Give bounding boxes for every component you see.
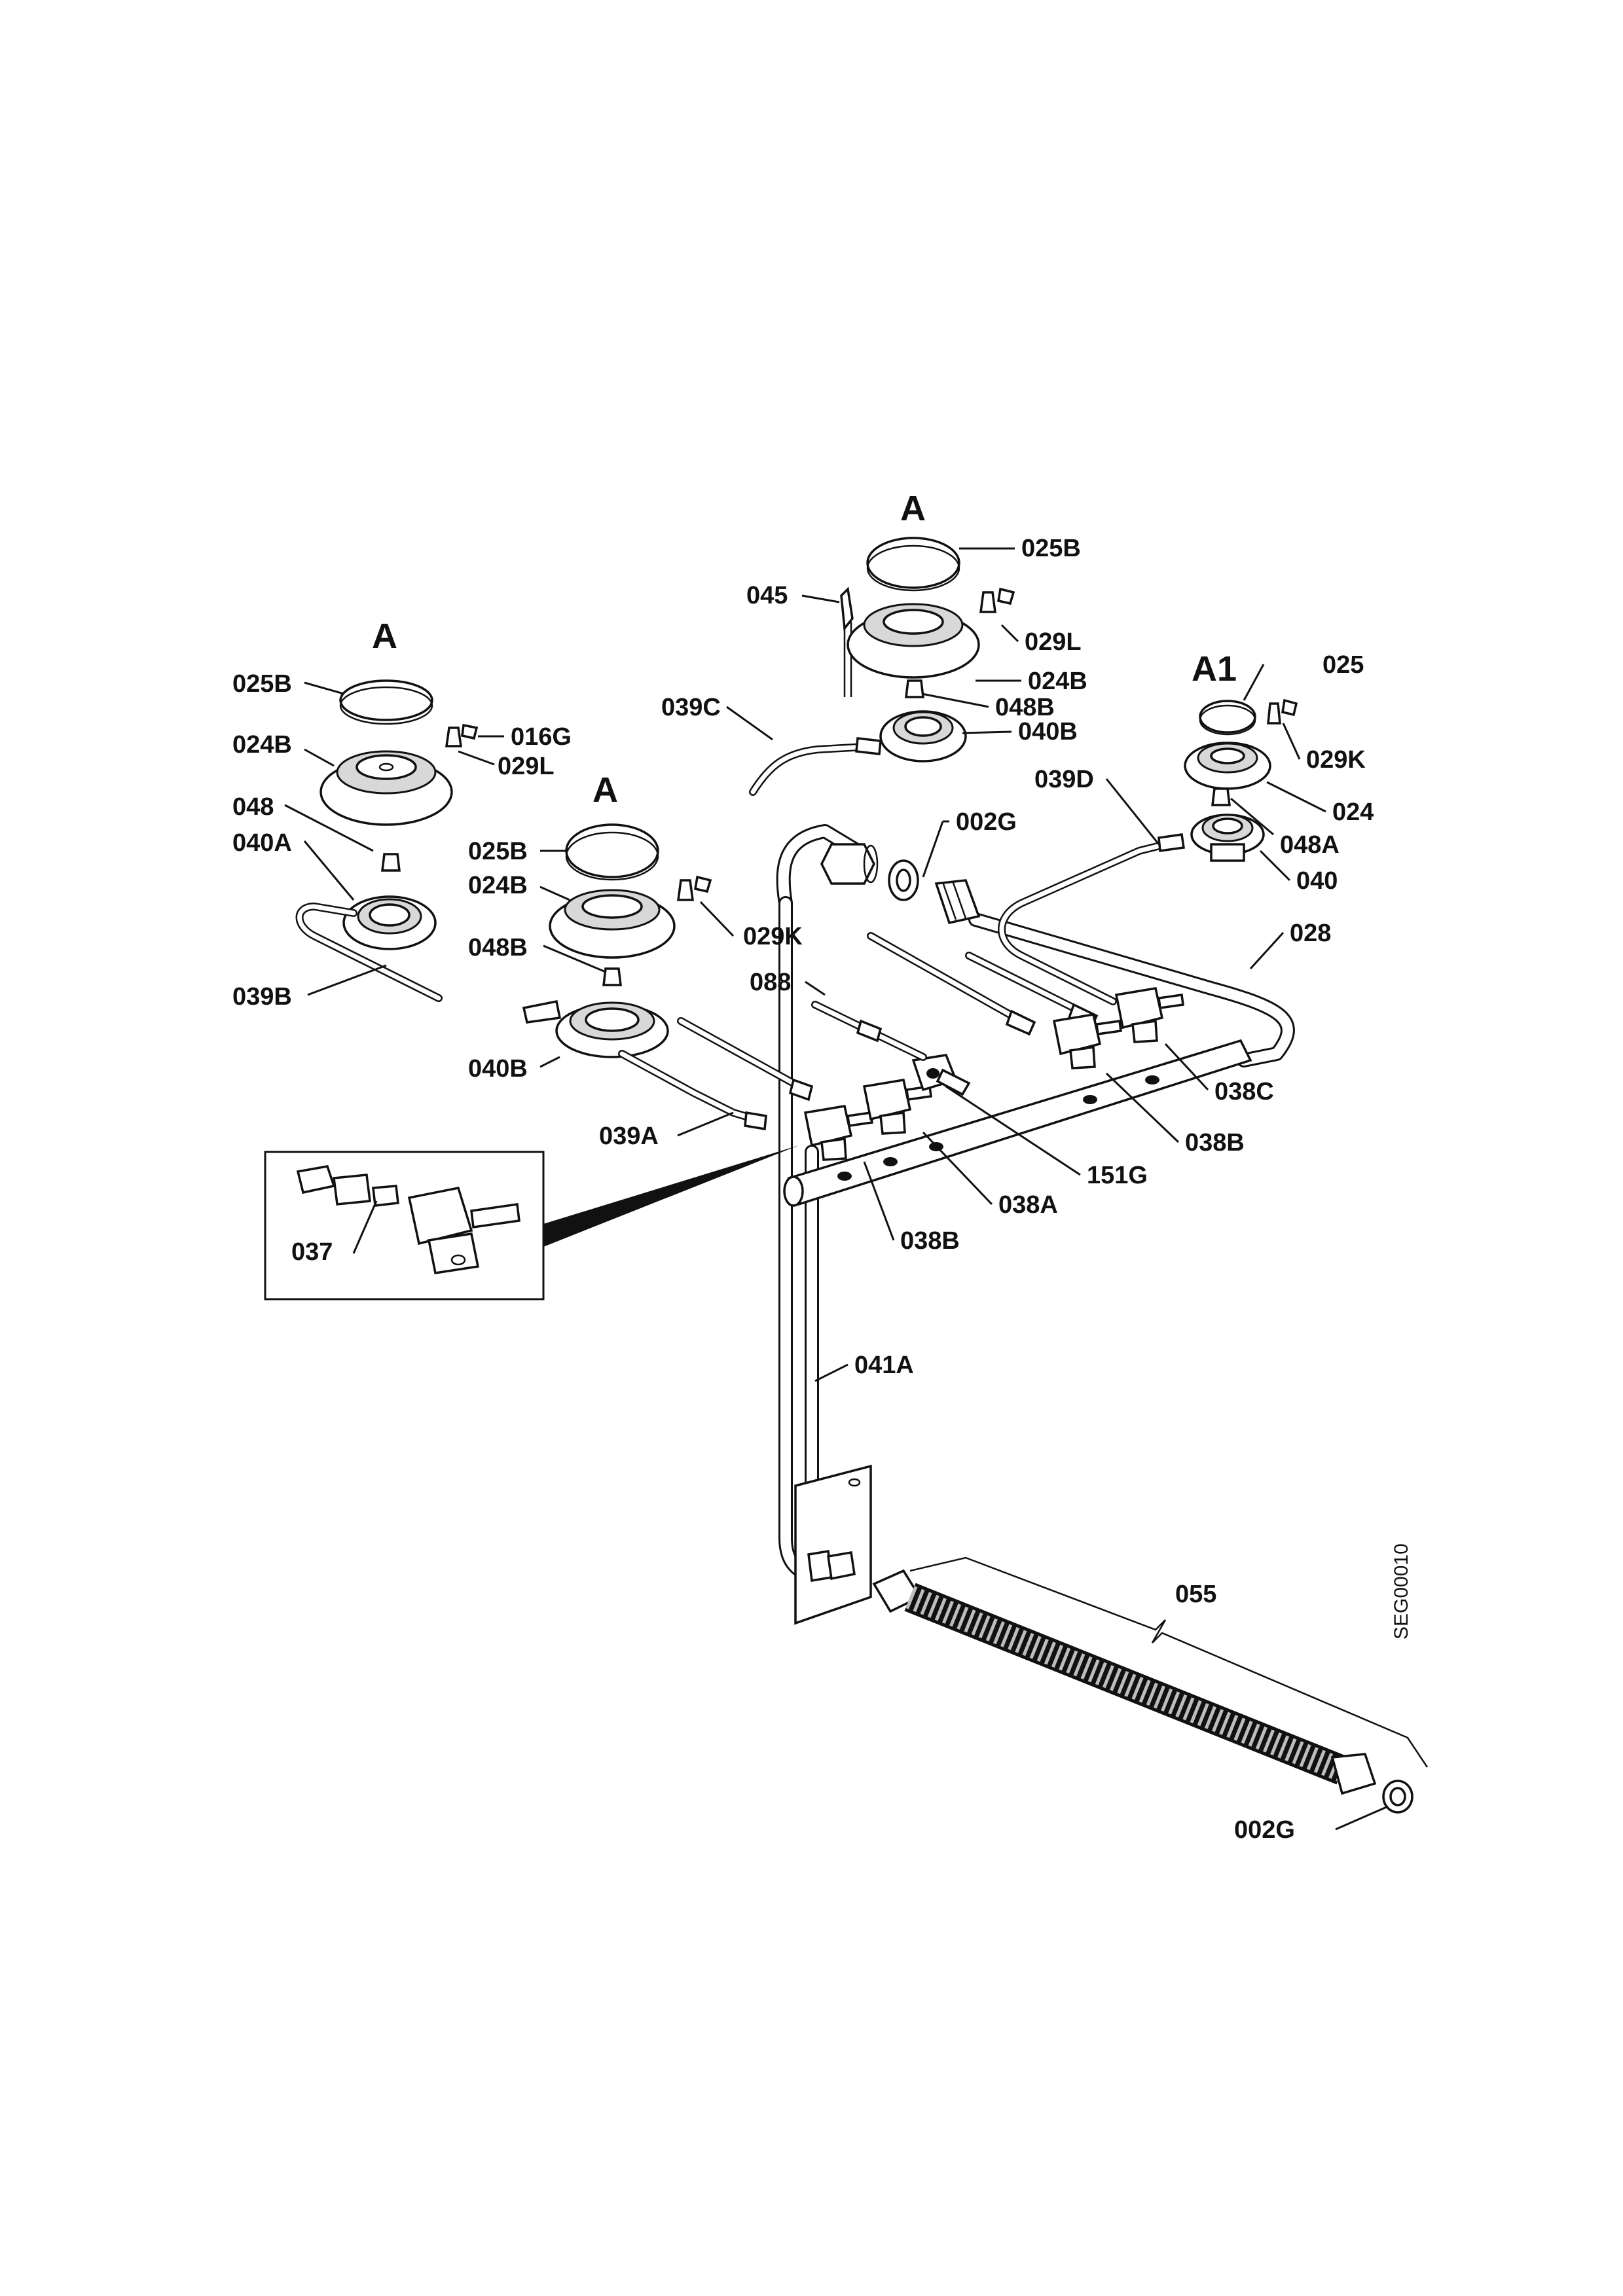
seal-002g-top — [888, 859, 919, 901]
burner-crown-024-right — [1184, 742, 1271, 790]
label-025-right: 025 — [1322, 651, 1364, 679]
label-040a: 040A — [232, 829, 292, 857]
label-029k-middle: 029K — [743, 923, 803, 950]
label-055: 055 — [1175, 1581, 1216, 1608]
seal-002g-bottom — [1382, 1780, 1413, 1814]
tube-039a — [618, 1050, 767, 1131]
label-088: 088 — [750, 969, 791, 996]
label-048: 048 — [232, 793, 274, 821]
label-002g-top: 002G — [956, 808, 1017, 836]
label-045: 045 — [746, 582, 788, 609]
hose-length-dimension — [909, 1556, 1429, 1768]
tube-039d — [998, 833, 1185, 1005]
label-048a-right: 048A — [1280, 831, 1340, 859]
pipe-union — [934, 879, 981, 925]
group-letter-middle: A — [593, 770, 618, 810]
gas-tap-038b-right — [1052, 1013, 1122, 1069]
injector-048b-middle — [602, 967, 622, 986]
label-039a: 039A — [599, 1122, 659, 1150]
label-024b-top: 024B — [1028, 668, 1087, 695]
tube-088 — [811, 1001, 927, 1061]
igniter-029l-top — [979, 587, 1015, 613]
thermocouple-016g — [445, 723, 479, 747]
gas-tap-038b-left — [803, 1105, 873, 1161]
label-025b-top: 025B — [1021, 535, 1081, 562]
burner-cap-025-right — [1199, 700, 1256, 736]
label-002g-bottom: 002G — [1234, 1816, 1295, 1844]
label-038a: 038A — [998, 1191, 1058, 1219]
burner-cap-middle — [565, 823, 659, 881]
label-016g: 016G — [511, 723, 572, 751]
label-038b-right: 038B — [1185, 1129, 1245, 1157]
inlet-bracket — [794, 1464, 872, 1625]
label-025b-middle: 025B — [468, 838, 528, 865]
label-024b-middle: 024B — [468, 872, 528, 899]
inlet-nipple — [807, 1549, 856, 1583]
tube-039b — [295, 903, 443, 1002]
label-039d: 039D — [1034, 766, 1094, 793]
label-039b: 039B — [232, 983, 292, 1011]
label-037: 037 — [291, 1238, 333, 1266]
drawing-code: SEG00010 — [1391, 1543, 1412, 1640]
gas-tap-038a — [862, 1079, 932, 1135]
igniter-029k-right — [1267, 698, 1298, 725]
leader-lines — [284, 547, 1389, 1831]
pipe-connector-nut — [820, 843, 879, 885]
injector-048b-top — [905, 679, 924, 698]
label-025b-left: 025B — [232, 670, 292, 698]
group-letter-top: A — [900, 489, 926, 528]
burner-base-040b-middle — [522, 999, 669, 1058]
electrode-045 — [840, 586, 854, 697]
label-048b-middle: 048B — [468, 934, 528, 961]
label-151g: 151G — [1087, 1162, 1148, 1189]
label-048b-top: 048B — [995, 694, 1055, 721]
tube-to-rail-middle — [677, 1017, 814, 1102]
burner-crown-top — [847, 603, 980, 679]
igniter-029k-middle — [677, 875, 712, 901]
group-letter-left: A — [372, 617, 397, 656]
group-letter-right: A1 — [1192, 649, 1237, 689]
gas-tap-151g — [911, 1054, 971, 1096]
label-040-right: 040 — [1296, 867, 1338, 895]
gas-tap-038c — [1114, 987, 1184, 1043]
label-040b-middle: 040B — [468, 1055, 528, 1083]
tube-039c — [749, 737, 882, 796]
label-029l-left: 029L — [498, 753, 555, 780]
label-029k-right: 029K — [1306, 746, 1366, 774]
burner-cap-left — [339, 679, 433, 725]
burner-base-040-right — [1190, 814, 1265, 862]
gas-rail — [783, 1039, 1252, 1207]
label-038b-left: 038B — [900, 1227, 960, 1255]
burner-base-040b-top — [879, 710, 967, 762]
burner-base-040a — [342, 895, 437, 950]
inset-callout-pointer — [543, 1145, 799, 1247]
label-029l-top: 029L — [1025, 628, 1082, 656]
burner-cap-top — [866, 537, 960, 592]
label-024-right: 024 — [1332, 798, 1374, 826]
injector-048-left — [381, 853, 401, 872]
inset-box — [264, 1151, 545, 1300]
burner-crown-middle — [549, 889, 676, 959]
tube-to-rail-top — [867, 932, 1036, 1036]
label-039c: 039C — [661, 694, 721, 721]
label-040b-top: 040B — [1018, 718, 1078, 745]
burner-crown-left — [319, 750, 453, 826]
pipe-028 — [968, 912, 1295, 1067]
flex-hose-055 — [872, 1569, 1377, 1795]
label-038c: 038C — [1214, 1078, 1274, 1105]
label-028: 028 — [1290, 920, 1331, 947]
label-041a: 041A — [854, 1352, 914, 1379]
injector-048a-right — [1211, 787, 1231, 806]
label-024b-left: 024B — [232, 731, 292, 759]
